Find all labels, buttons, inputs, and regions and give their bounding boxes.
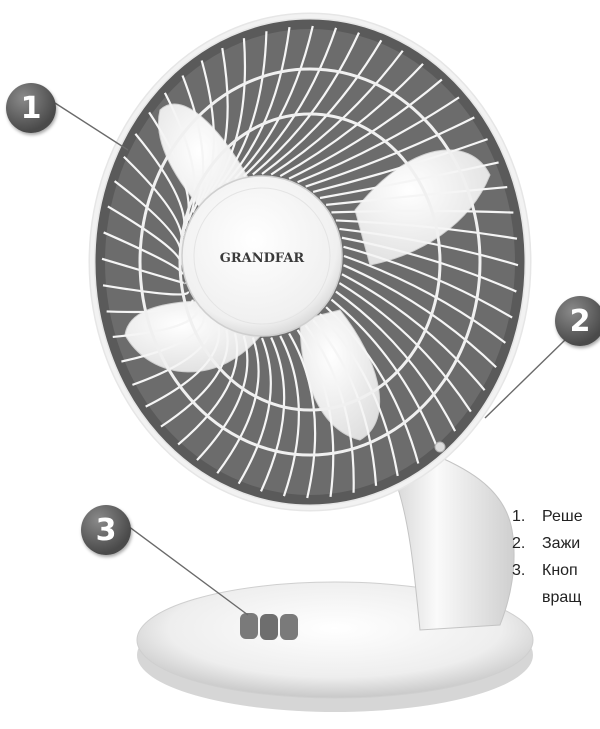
leader-line-1	[55, 103, 128, 150]
legend-text-1: Реше	[542, 508, 583, 526]
legend-item-3-continuation: вращ	[512, 589, 600, 616]
legend-num-1: 1.	[512, 508, 532, 526]
speed-buttons[interactable]	[240, 613, 298, 640]
callout-3: 3	[81, 505, 131, 555]
brand-logo: GRANDFAR	[220, 251, 305, 266]
callout-2: 2	[555, 296, 600, 346]
legend-text-2: Зажи	[542, 535, 580, 553]
legend-text-3: Кноп	[542, 562, 578, 580]
legend-item-3: 3. Кноп	[512, 562, 600, 589]
parts-legend: 1. Реше 2. Зажи 3. Кноп вращ	[512, 508, 600, 616]
callout-1-number: 1	[21, 91, 42, 126]
callout-3-number: 3	[96, 513, 117, 548]
legend-num-3: 3.	[512, 562, 532, 580]
callout-1: 1	[6, 83, 56, 133]
leader-line-3	[120, 520, 248, 615]
legend-item-2: 2. Зажи	[512, 535, 600, 562]
legend-num-2: 2.	[512, 535, 532, 553]
legend-item-1: 1. Реше	[512, 508, 600, 535]
callout-2-number: 2	[570, 304, 591, 339]
